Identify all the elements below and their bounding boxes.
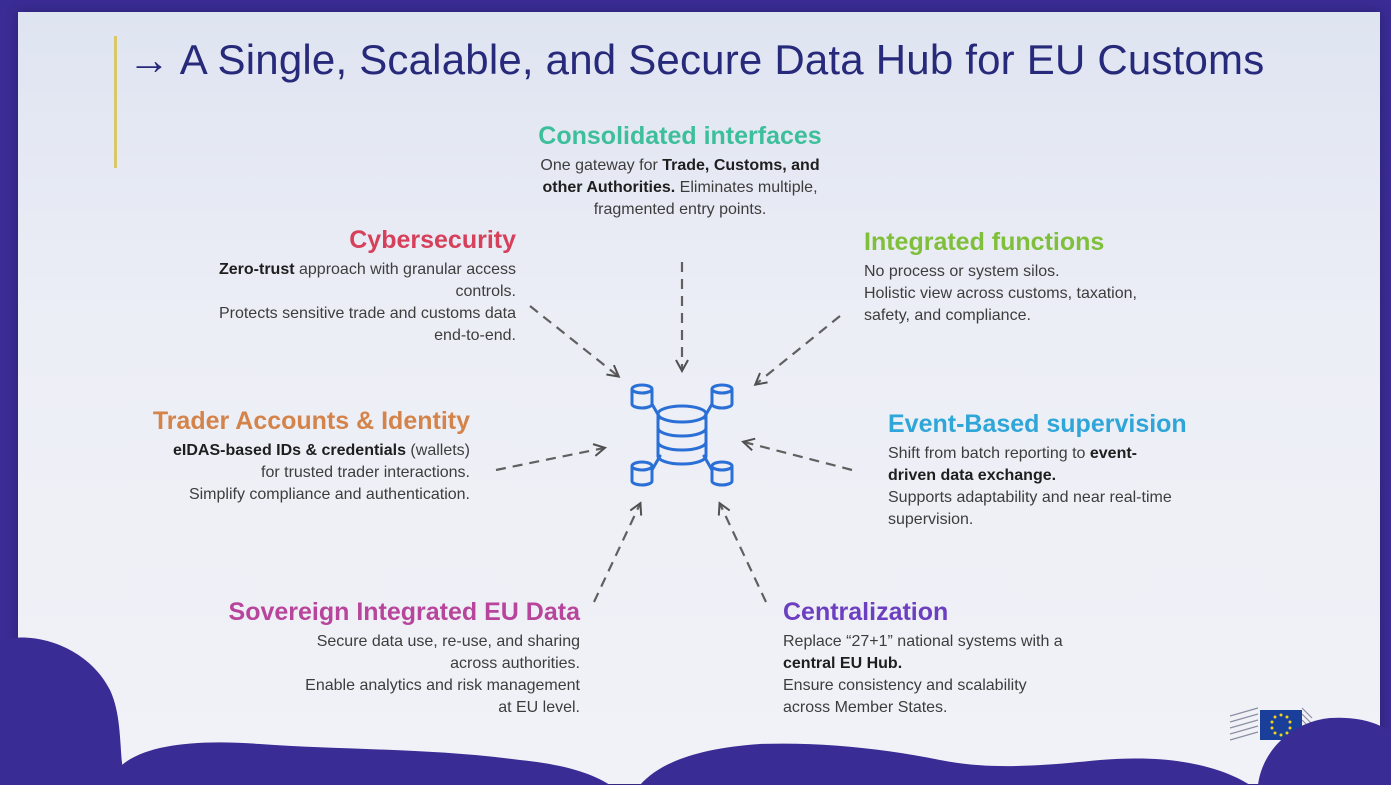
event-line3: Supports adaptability and near real-time (888, 489, 1172, 506)
cybersecurity-line4: end-to-end. (434, 327, 516, 344)
event-line1-bold: event- (1089, 445, 1137, 462)
title-accent-bar (114, 36, 117, 168)
event-line1: Shift from batch reporting to (888, 445, 1090, 462)
trader-line2: for trusted trader interactions. (261, 464, 470, 481)
sovereign-line2: across authorities. (450, 655, 580, 672)
sovereign-line1: Secure data use, re-use, and sharing (316, 633, 580, 650)
consolidated-line1: One gateway for (540, 157, 663, 174)
cybersecurity-heading: Cybersecurity (349, 226, 516, 254)
cybersecurity-line1-bold: Zero-trust (218, 261, 295, 278)
centralization-line3: Ensure consistency and scalability (783, 677, 1027, 694)
consolidated-line1-bold: Trade, Customs, and (662, 157, 820, 174)
sovereign-line4: at EU level. (498, 699, 580, 716)
event-heading: Event-Based supervision (888, 410, 1187, 438)
cybersecurity-line3: Protects sensitive trade and customs dat… (218, 305, 516, 322)
block-consolidated-interfaces: Consolidated interfaces One gateway for … (480, 122, 880, 221)
eu-commission-logo-icon (1229, 707, 1313, 741)
integrated-text: No process or system silos. Holistic vie… (864, 261, 1264, 327)
sovereign-heading: Sovereign Integrated EU Data (228, 598, 580, 626)
block-trader-accounts: Trader Accounts & Identity eIDAS-based I… (70, 407, 470, 506)
centralization-text: Replace “27+1” national systems with a c… (783, 631, 1183, 719)
consolidated-line2: Eliminates multiple, (675, 179, 818, 196)
cybersecurity-line2: controls. (455, 283, 516, 300)
integrated-line2: Holistic view across customs, taxation, (864, 285, 1137, 302)
block-cybersecurity: Cybersecurity Zero-trust approach with g… (116, 226, 516, 347)
slide (18, 12, 1380, 784)
block-integrated-functions: Integrated functions No process or syste… (864, 228, 1264, 327)
trader-line1: (wallets) (405, 442, 470, 459)
consolidated-line3: fragmented entry points. (593, 201, 767, 218)
integrated-line3: safety, and compliance. (864, 307, 1031, 324)
centralization-line2-bold: central EU Hub. (783, 655, 903, 672)
block-event-based-supervision: Event-Based supervision Shift from batch… (888, 410, 1288, 531)
event-line2-bold: driven data exchange. (888, 467, 1057, 484)
integrated-line1: No process or system silos. (864, 263, 1060, 280)
sovereign-text: Secure data use, re-use, and sharing acr… (160, 631, 580, 719)
integrated-heading: Integrated functions (864, 228, 1105, 256)
trader-line1-bold: eIDAS-based IDs & credentials (173, 442, 406, 459)
trader-text: eIDAS-based IDs & credentials (wallets) … (70, 440, 470, 506)
consolidated-heading: Consolidated interfaces (538, 122, 822, 150)
sovereign-line3: Enable analytics and risk management (305, 677, 580, 694)
centralization-line1: Replace “27+1” national systems with a (783, 633, 1063, 650)
event-line4: supervision. (888, 511, 974, 528)
trader-line3: Simplify compliance and authentication. (188, 486, 470, 503)
consolidated-line2-bold: other Authorities. (542, 179, 676, 196)
centralization-heading: Centralization (783, 598, 949, 626)
block-centralization: Centralization Replace “27+1” national s… (783, 598, 1183, 719)
event-text: Shift from batch reporting to event- dri… (888, 443, 1288, 531)
cybersecurity-text: Zero-trust approach with granular access… (116, 259, 516, 347)
slide-title: → A Single, Scalable, and Secure Data Hu… (128, 36, 1265, 83)
trader-heading: Trader Accounts & Identity (152, 407, 470, 435)
centralization-line4: across Member States. (783, 699, 948, 716)
cybersecurity-line1: approach with granular access (294, 261, 516, 278)
consolidated-text: One gateway for Trade, Customs, and othe… (480, 155, 880, 221)
block-sovereign-eu-data: Sovereign Integrated EU Data Secure data… (160, 598, 580, 719)
